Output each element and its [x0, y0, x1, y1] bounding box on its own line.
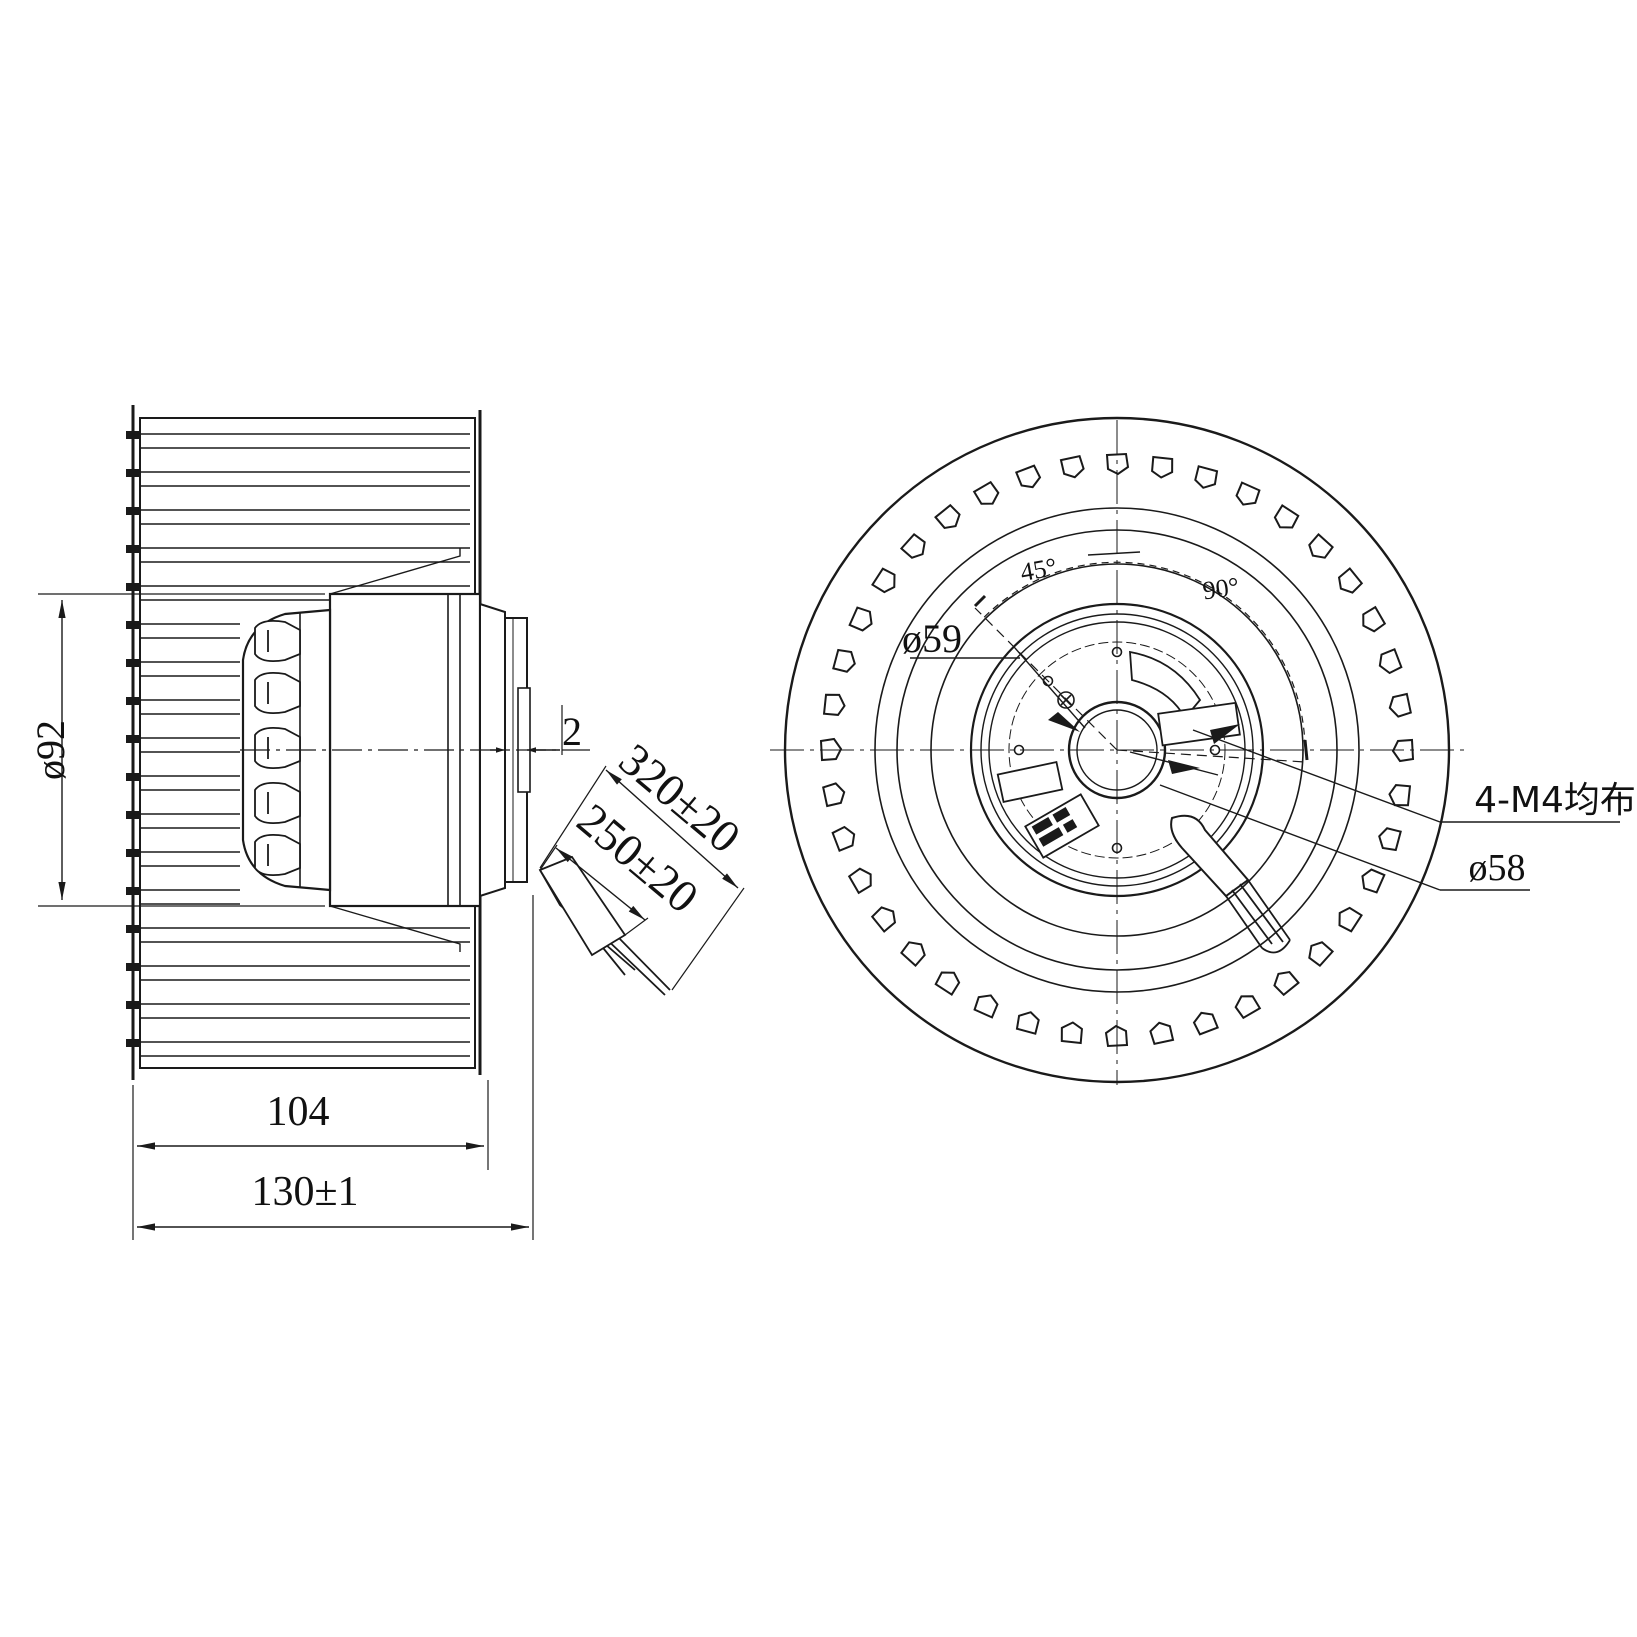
blade-tab	[126, 735, 140, 743]
vent-slot	[254, 619, 301, 663]
blade-opening	[871, 567, 896, 594]
blade-opening	[1361, 868, 1386, 894]
blade-opening	[900, 941, 926, 968]
blade-opening	[934, 503, 961, 530]
blade-tab	[126, 507, 140, 515]
blade-tab	[126, 659, 140, 667]
blade-opening	[1378, 648, 1403, 675]
impeller-blades	[126, 431, 470, 1057]
motor-vents	[254, 619, 301, 877]
dim-length-130: 130±1	[251, 1169, 358, 1215]
blade-tab	[126, 697, 140, 705]
blade-openings	[819, 452, 1415, 1048]
blade-opening	[1192, 1011, 1219, 1036]
vent-slot	[254, 671, 301, 715]
dim-diameter-58: ø58	[1469, 847, 1526, 889]
blade-opening	[1308, 532, 1334, 559]
blade-opening	[1015, 464, 1042, 489]
blade-opening	[1308, 941, 1335, 967]
blade-tab	[126, 887, 140, 895]
dim-diameter-59: ø59	[902, 616, 962, 661]
blade-opening	[848, 606, 873, 632]
angle-90: 90°	[1201, 572, 1241, 606]
blade-opening	[1194, 465, 1219, 489]
blade-opening	[1234, 995, 1262, 1020]
blade-opening	[1388, 692, 1412, 718]
blade-opening	[847, 867, 872, 895]
angle-arc	[983, 561, 1306, 751]
blade-opening	[1015, 1011, 1040, 1035]
blade-tab	[126, 963, 140, 971]
blade-tab	[126, 1001, 140, 1009]
blade-opening	[1273, 970, 1300, 997]
blade-opening	[1273, 504, 1300, 529]
front-cable	[1170, 814, 1250, 898]
dim-length-104: 104	[267, 1089, 330, 1135]
blade-opening	[1060, 1021, 1083, 1045]
dim-diameter-92: ø92	[28, 720, 73, 780]
callout-4-m4: 4-M4均布	[1474, 780, 1636, 821]
blade-opening	[1149, 1021, 1175, 1045]
blade-tab	[126, 773, 140, 781]
blade-opening	[1235, 481, 1261, 506]
blade-opening	[1059, 455, 1085, 479]
blade-opening	[1337, 567, 1364, 594]
vent-slot	[254, 833, 301, 877]
blade-tab	[126, 545, 140, 553]
blade-opening	[870, 906, 897, 933]
blade-opening	[972, 480, 1000, 505]
vent-slot	[254, 726, 301, 770]
blade-opening	[822, 693, 846, 716]
blade-tab	[126, 431, 140, 439]
blade-opening	[831, 825, 856, 852]
blade-opening	[1151, 455, 1174, 479]
blade-tab	[126, 1039, 140, 1047]
blade-opening	[1388, 784, 1412, 807]
blade-opening	[934, 971, 961, 996]
blade-tab	[126, 811, 140, 819]
blade-opening	[1378, 827, 1402, 852]
angle-45: 45°	[1018, 552, 1059, 587]
blade-tab	[126, 583, 140, 591]
blade-tab	[126, 621, 140, 629]
blade-opening	[973, 994, 999, 1019]
blade-opening	[899, 533, 926, 559]
blade-opening	[1338, 906, 1363, 933]
dim-gap-2: 2	[562, 709, 582, 754]
side-view	[38, 405, 745, 1240]
blade-tab	[126, 849, 140, 857]
blade-tab	[126, 925, 140, 933]
blade-opening	[832, 648, 856, 673]
vent-slot	[254, 781, 301, 825]
front-view	[770, 416, 1620, 1085]
blade-tab	[126, 469, 140, 477]
blade-opening	[1362, 605, 1387, 633]
blade-opening	[822, 782, 846, 808]
